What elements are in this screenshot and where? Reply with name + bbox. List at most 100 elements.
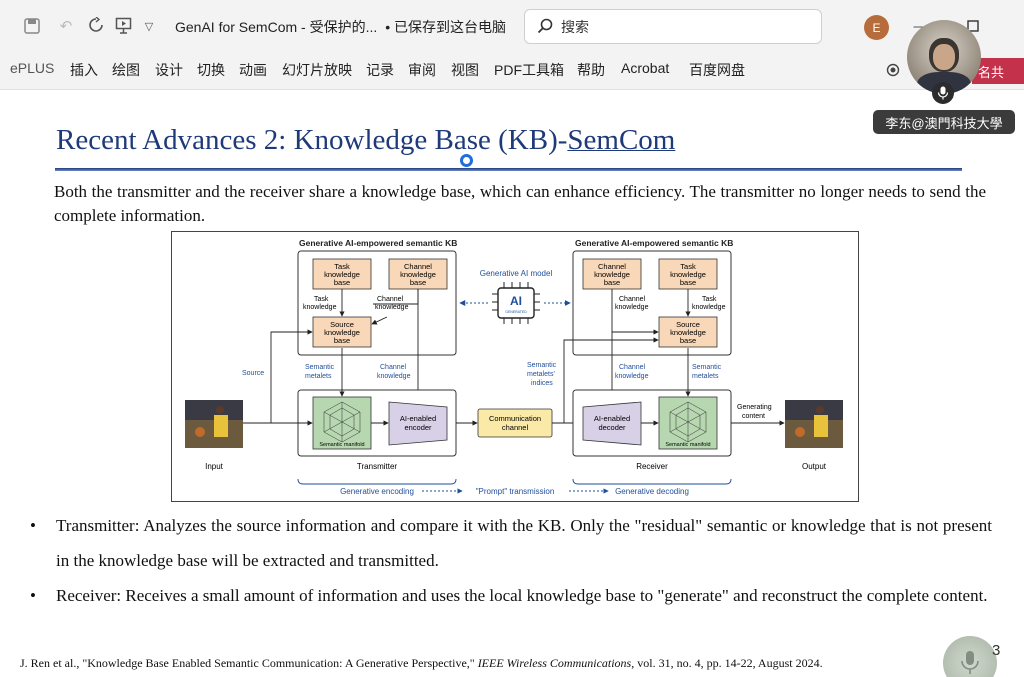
save-icon[interactable] xyxy=(22,16,42,36)
tab-baidu-netdisk[interactable]: 百度网盘 xyxy=(689,62,745,78)
save-status: • 已保存到这台电脑 xyxy=(385,19,507,35)
bullet-dot: • xyxy=(30,586,36,605)
svg-text:Generating: Generating xyxy=(737,404,772,411)
svg-text:base: base xyxy=(334,336,350,345)
user-avatar[interactable]: E xyxy=(864,15,889,40)
kb-semcom-figure: Generative AI-empowered semantic KB Gene… xyxy=(171,231,859,502)
transmitter-label: Transmitter xyxy=(357,462,397,471)
svg-text:Channel: Channel xyxy=(404,262,432,271)
source-kb-left xyxy=(312,316,372,348)
slide-title-link: SemCom xyxy=(567,124,676,156)
ai-chip-label: AI xyxy=(510,294,522,308)
svg-text:metalets': metalets' xyxy=(527,371,555,378)
slideshow-start-icon[interactable] xyxy=(113,15,133,35)
svg-text:Semantic manifold: Semantic manifold xyxy=(319,442,364,448)
microphone-icon[interactable] xyxy=(932,82,954,104)
svg-text:base: base xyxy=(680,336,696,345)
tab-transitions[interactable]: 切换 xyxy=(197,62,225,78)
svg-text:Task: Task xyxy=(314,296,329,303)
input-label: Input xyxy=(205,462,224,471)
channel-kb-left xyxy=(388,258,448,290)
search-input[interactable] xyxy=(561,16,801,38)
tab-help[interactable]: 帮助 xyxy=(577,62,605,78)
tab-pdf-toolbox[interactable]: PDF工具箱 xyxy=(494,62,564,78)
svg-text:knowledge: knowledge xyxy=(400,270,436,279)
svg-text:Channel: Channel xyxy=(619,364,646,371)
task-kb-left xyxy=(312,258,372,290)
floating-mic-button[interactable] xyxy=(943,636,997,677)
window-titlebar: ↶ ▽ GenAI for SemCom - 受保护的... • 已保存到这台电脑… xyxy=(0,0,1024,52)
semantic-manifold-right-icon xyxy=(669,401,707,443)
document-name: GenAI for SemCom - 受保护的... xyxy=(175,19,378,35)
svg-text:Channel: Channel xyxy=(377,296,404,303)
presenter-face xyxy=(933,44,955,70)
svg-text:knowledge: knowledge xyxy=(324,270,360,279)
receiver-label: Receiver xyxy=(636,462,668,471)
svg-text:Semantic: Semantic xyxy=(527,362,557,369)
generative-encoding-label: Generative encoding xyxy=(340,487,414,496)
svg-text:knowledge: knowledge xyxy=(670,270,706,279)
svg-text:knowledge: knowledge xyxy=(615,304,649,311)
svg-text:Channel: Channel xyxy=(619,296,646,303)
svg-text:knowledge: knowledge xyxy=(324,328,360,337)
tab-review[interactable]: 审阅 xyxy=(408,62,436,78)
gen-ai-model-label: Generative AI model xyxy=(480,269,553,278)
tab-design[interactable]: 设计 xyxy=(155,62,183,78)
search-icon xyxy=(537,18,553,34)
svg-text:Semantic: Semantic xyxy=(692,364,722,371)
source-label: Source xyxy=(242,370,264,377)
bullet-dot: • xyxy=(30,516,36,535)
ribbon-tabs: ePLUS 插入 绘图 设计 切换 动画 幻灯片放映 记录 审阅 视图 PDF工… xyxy=(0,52,1024,90)
microphone-icon xyxy=(961,651,979,674)
svg-text:Task: Task xyxy=(702,296,717,303)
svg-text:Channel: Channel xyxy=(598,262,626,271)
bullet-transmitter: • Transmitter: Analyzes the source infor… xyxy=(30,508,992,578)
svg-text:content: content xyxy=(742,413,765,420)
prompt-transmission-label: "Prompt" transmission xyxy=(476,487,555,496)
svg-text:knowledge: knowledge xyxy=(594,270,630,279)
undo-icon[interactable]: ↶ xyxy=(59,18,73,35)
tab-insert[interactable]: 插入 xyxy=(70,62,98,78)
svg-text:base: base xyxy=(604,278,620,287)
ai-chip-sublabel: GENERATED xyxy=(505,310,527,314)
record-icon[interactable] xyxy=(884,61,902,79)
bullet-receiver: • Receiver: Receives a small amount of i… xyxy=(30,578,992,613)
svg-text:decoder: decoder xyxy=(598,423,626,432)
source-kb-right xyxy=(658,316,718,348)
svg-text:Semantic manifold: Semantic manifold xyxy=(665,442,710,448)
slide-title: Recent Advances 2: Knowledge Base (KB)-S… xyxy=(56,124,675,157)
svg-text:knowledge: knowledge xyxy=(375,304,409,311)
svg-text:encoder: encoder xyxy=(404,423,432,432)
title-divider xyxy=(55,168,962,171)
slide-number: 3 xyxy=(992,642,1001,659)
svg-text:base: base xyxy=(334,278,350,287)
bullet-receiver-text: Receiver: Receives a small amount of inf… xyxy=(56,586,988,605)
decoder-shape xyxy=(582,401,642,446)
tab-eplus[interactable]: ePLUS xyxy=(10,60,55,76)
ai-chip-icon: AI GENERATED xyxy=(492,282,540,324)
presenter-video[interactable] xyxy=(907,20,981,94)
svg-text:Source: Source xyxy=(676,320,700,329)
redo-icon[interactable] xyxy=(86,15,106,35)
svg-text:Source: Source xyxy=(330,320,354,329)
tab-slideshow[interactable]: 幻灯片放映 xyxy=(282,62,352,78)
slide-intro-paragraph: Both the transmitter and the receiver sh… xyxy=(54,182,986,225)
kb-right-title: Generative AI-empowered semantic KB xyxy=(575,238,733,248)
presenter-name-tag: 李东@澳門科技大學 xyxy=(873,110,1015,134)
maximize-icon[interactable] xyxy=(964,17,982,35)
svg-text:Communication: Communication xyxy=(489,414,541,423)
svg-text:knowledge: knowledge xyxy=(670,328,706,337)
reference-footnote: J. Ren et al., "Knowledge Base Enabled S… xyxy=(20,656,823,671)
share-button[interactable]: 名共 xyxy=(972,58,1024,84)
tab-draw[interactable]: 绘图 xyxy=(112,62,140,78)
slide-title-text: Recent Advances 2: Knowledge Base (KB)- xyxy=(56,124,568,156)
kb-semcom-diagram: Generative AI-empowered semantic KB Gene… xyxy=(185,238,843,496)
tab-acrobat[interactable]: Acrobat xyxy=(621,60,670,76)
semantic-manifold-left-icon xyxy=(323,401,361,443)
svg-text:base: base xyxy=(680,278,696,287)
search-box[interactable] xyxy=(524,9,822,44)
tab-animations[interactable]: 动画 xyxy=(239,62,267,78)
quick-access-dropdown-icon[interactable]: ▽ xyxy=(144,20,154,33)
tab-record[interactable]: 记录 xyxy=(366,62,394,78)
tab-view[interactable]: 视图 xyxy=(451,62,479,78)
